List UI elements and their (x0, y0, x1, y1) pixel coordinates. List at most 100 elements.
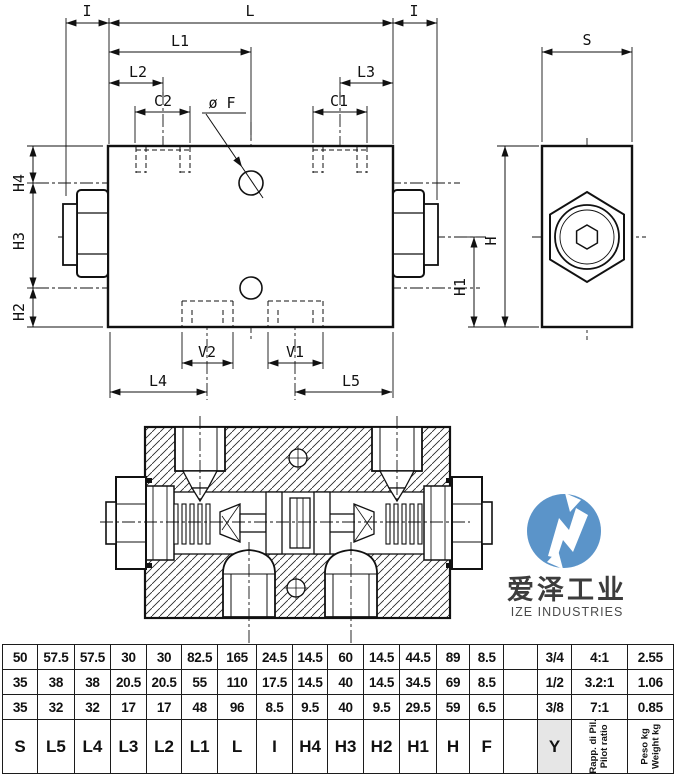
col-header-F: F (469, 719, 505, 774)
col-header-H: H (435, 719, 471, 774)
dim-label-s: S (582, 31, 591, 49)
table-cell: 1.06 (626, 669, 674, 695)
table-cell: 32 (73, 694, 112, 720)
col-header-L1: L1 (181, 719, 218, 774)
cross-section-view (100, 416, 493, 650)
table-cell: 35 (1, 694, 39, 720)
table-cell: 9.5 (362, 694, 401, 720)
table-cell: 3/4 (536, 644, 573, 670)
table-cell: 24.5 (256, 644, 293, 670)
weight-line2: Weight kg (650, 723, 662, 770)
front-view (27, 18, 486, 400)
table-cell (503, 694, 538, 720)
dim-label-h2: H2 (10, 303, 28, 321)
col-header-H2: H2 (362, 719, 401, 774)
table-header-row: S L5 L4 L3 L2 L1 L I H4 H3 H2 H1 H F Y R… (1, 719, 674, 774)
front-view-labels: I L I L1 L2 L3 C2 C1 ø F H4 H3 H2 V2 V1 … (10, 2, 419, 390)
table-cell: 8.5 (469, 644, 505, 670)
table-cell: 89 (435, 644, 471, 670)
table-cell: 110 (216, 669, 258, 695)
table-cell: 40 (327, 669, 364, 695)
col-header-weight: Peso kg Weight kg (626, 719, 674, 774)
side-view-labels: S H H1 (451, 31, 592, 296)
col-header-H3: H3 (327, 719, 364, 774)
table-cell: 6.5 (469, 694, 505, 720)
table-cell: 82.5 (181, 644, 218, 670)
dim-label-h3: H3 (10, 232, 28, 250)
dim-label-c2: C2 (154, 92, 172, 110)
table-cell: 17 (110, 694, 147, 720)
table-cell: 3/8 (536, 694, 573, 720)
table-cell: 50 (1, 644, 39, 670)
col-header-L2: L2 (145, 719, 183, 774)
table-cell: 40 (327, 694, 364, 720)
table-cell: 96 (216, 694, 258, 720)
table-cell: 29.5 (399, 694, 437, 720)
table-cell: 2.55 (626, 644, 674, 670)
dim-label-i-left: I (82, 2, 91, 20)
dim-label-l5: L5 (342, 372, 360, 390)
dim-label-h1: H1 (451, 278, 469, 296)
table-cell: 14.5 (291, 644, 329, 670)
dim-label-v1: V1 (286, 343, 304, 361)
table-cell: 35 (1, 669, 39, 695)
dim-label-c1: C1 (330, 92, 348, 110)
table-cell (503, 644, 538, 670)
table-cell: 30 (110, 644, 147, 670)
table-cell: 38 (37, 669, 75, 695)
col-header-L3: L3 (110, 719, 147, 774)
table-cell: 60 (327, 644, 364, 670)
watermark-logo: 爱泽工业 IZE INDUSTRIES (507, 493, 624, 619)
pilot-ratio-line2: Pilot ratio (599, 724, 611, 769)
table-cell: 30 (145, 644, 183, 670)
table-cell: 34.5 (399, 669, 437, 695)
table-cell: 0.85 (626, 694, 674, 720)
dim-label-l3: L3 (357, 63, 375, 81)
table-cell: 20.5 (110, 669, 147, 695)
dim-label-v2: V2 (198, 343, 216, 361)
table-cell: 14.5 (362, 669, 401, 695)
table-cell: 57.5 (73, 644, 112, 670)
table-cell: 8.5 (469, 669, 505, 695)
table-cell: 59 (435, 694, 471, 720)
col-header-S: S (1, 719, 39, 774)
col-header-L4: L4 (73, 719, 112, 774)
col-header-L5: L5 (37, 719, 75, 774)
weight-line1: Peso kg (638, 728, 650, 765)
table-cell: 165 (216, 644, 258, 670)
table-cell: 17 (145, 694, 183, 720)
col-header-H1: H1 (399, 719, 437, 774)
table-cell: 38 (73, 669, 112, 695)
side-view (467, 47, 646, 340)
dim-label-h4: H4 (10, 174, 28, 192)
dim-label-l: L (245, 2, 254, 20)
table-cell: 55 (181, 669, 218, 695)
table-cell: 14.5 (291, 669, 329, 695)
table-cell: 4:1 (571, 644, 628, 670)
table-cell: 57.5 (37, 644, 75, 670)
dim-label-f: ø F (208, 94, 235, 112)
table-cell: 1/2 (536, 669, 573, 695)
watermark-english-name: IZE INDUSTRIES (511, 605, 624, 619)
col-header-Y: Y (536, 719, 573, 774)
col-header-L: L (216, 719, 258, 774)
table-cell: 14.5 (362, 644, 401, 670)
col-header-pilot-ratio: Rapp. di Pil. Pilot ratio (571, 719, 628, 774)
dim-label-h: H (482, 236, 500, 245)
table-cell: 20.5 (145, 669, 183, 695)
col-header-blank (503, 719, 538, 774)
dim-label-i-right: I (409, 2, 418, 20)
pilot-ratio-line1: Rapp. di Pil. (588, 719, 600, 774)
table-cell: 32 (37, 694, 75, 720)
table-cell: 7:1 (571, 694, 628, 720)
table-cell: 44.5 (399, 644, 437, 670)
table-cell: 3.2:1 (571, 669, 628, 695)
table-cell: 69 (435, 669, 471, 695)
